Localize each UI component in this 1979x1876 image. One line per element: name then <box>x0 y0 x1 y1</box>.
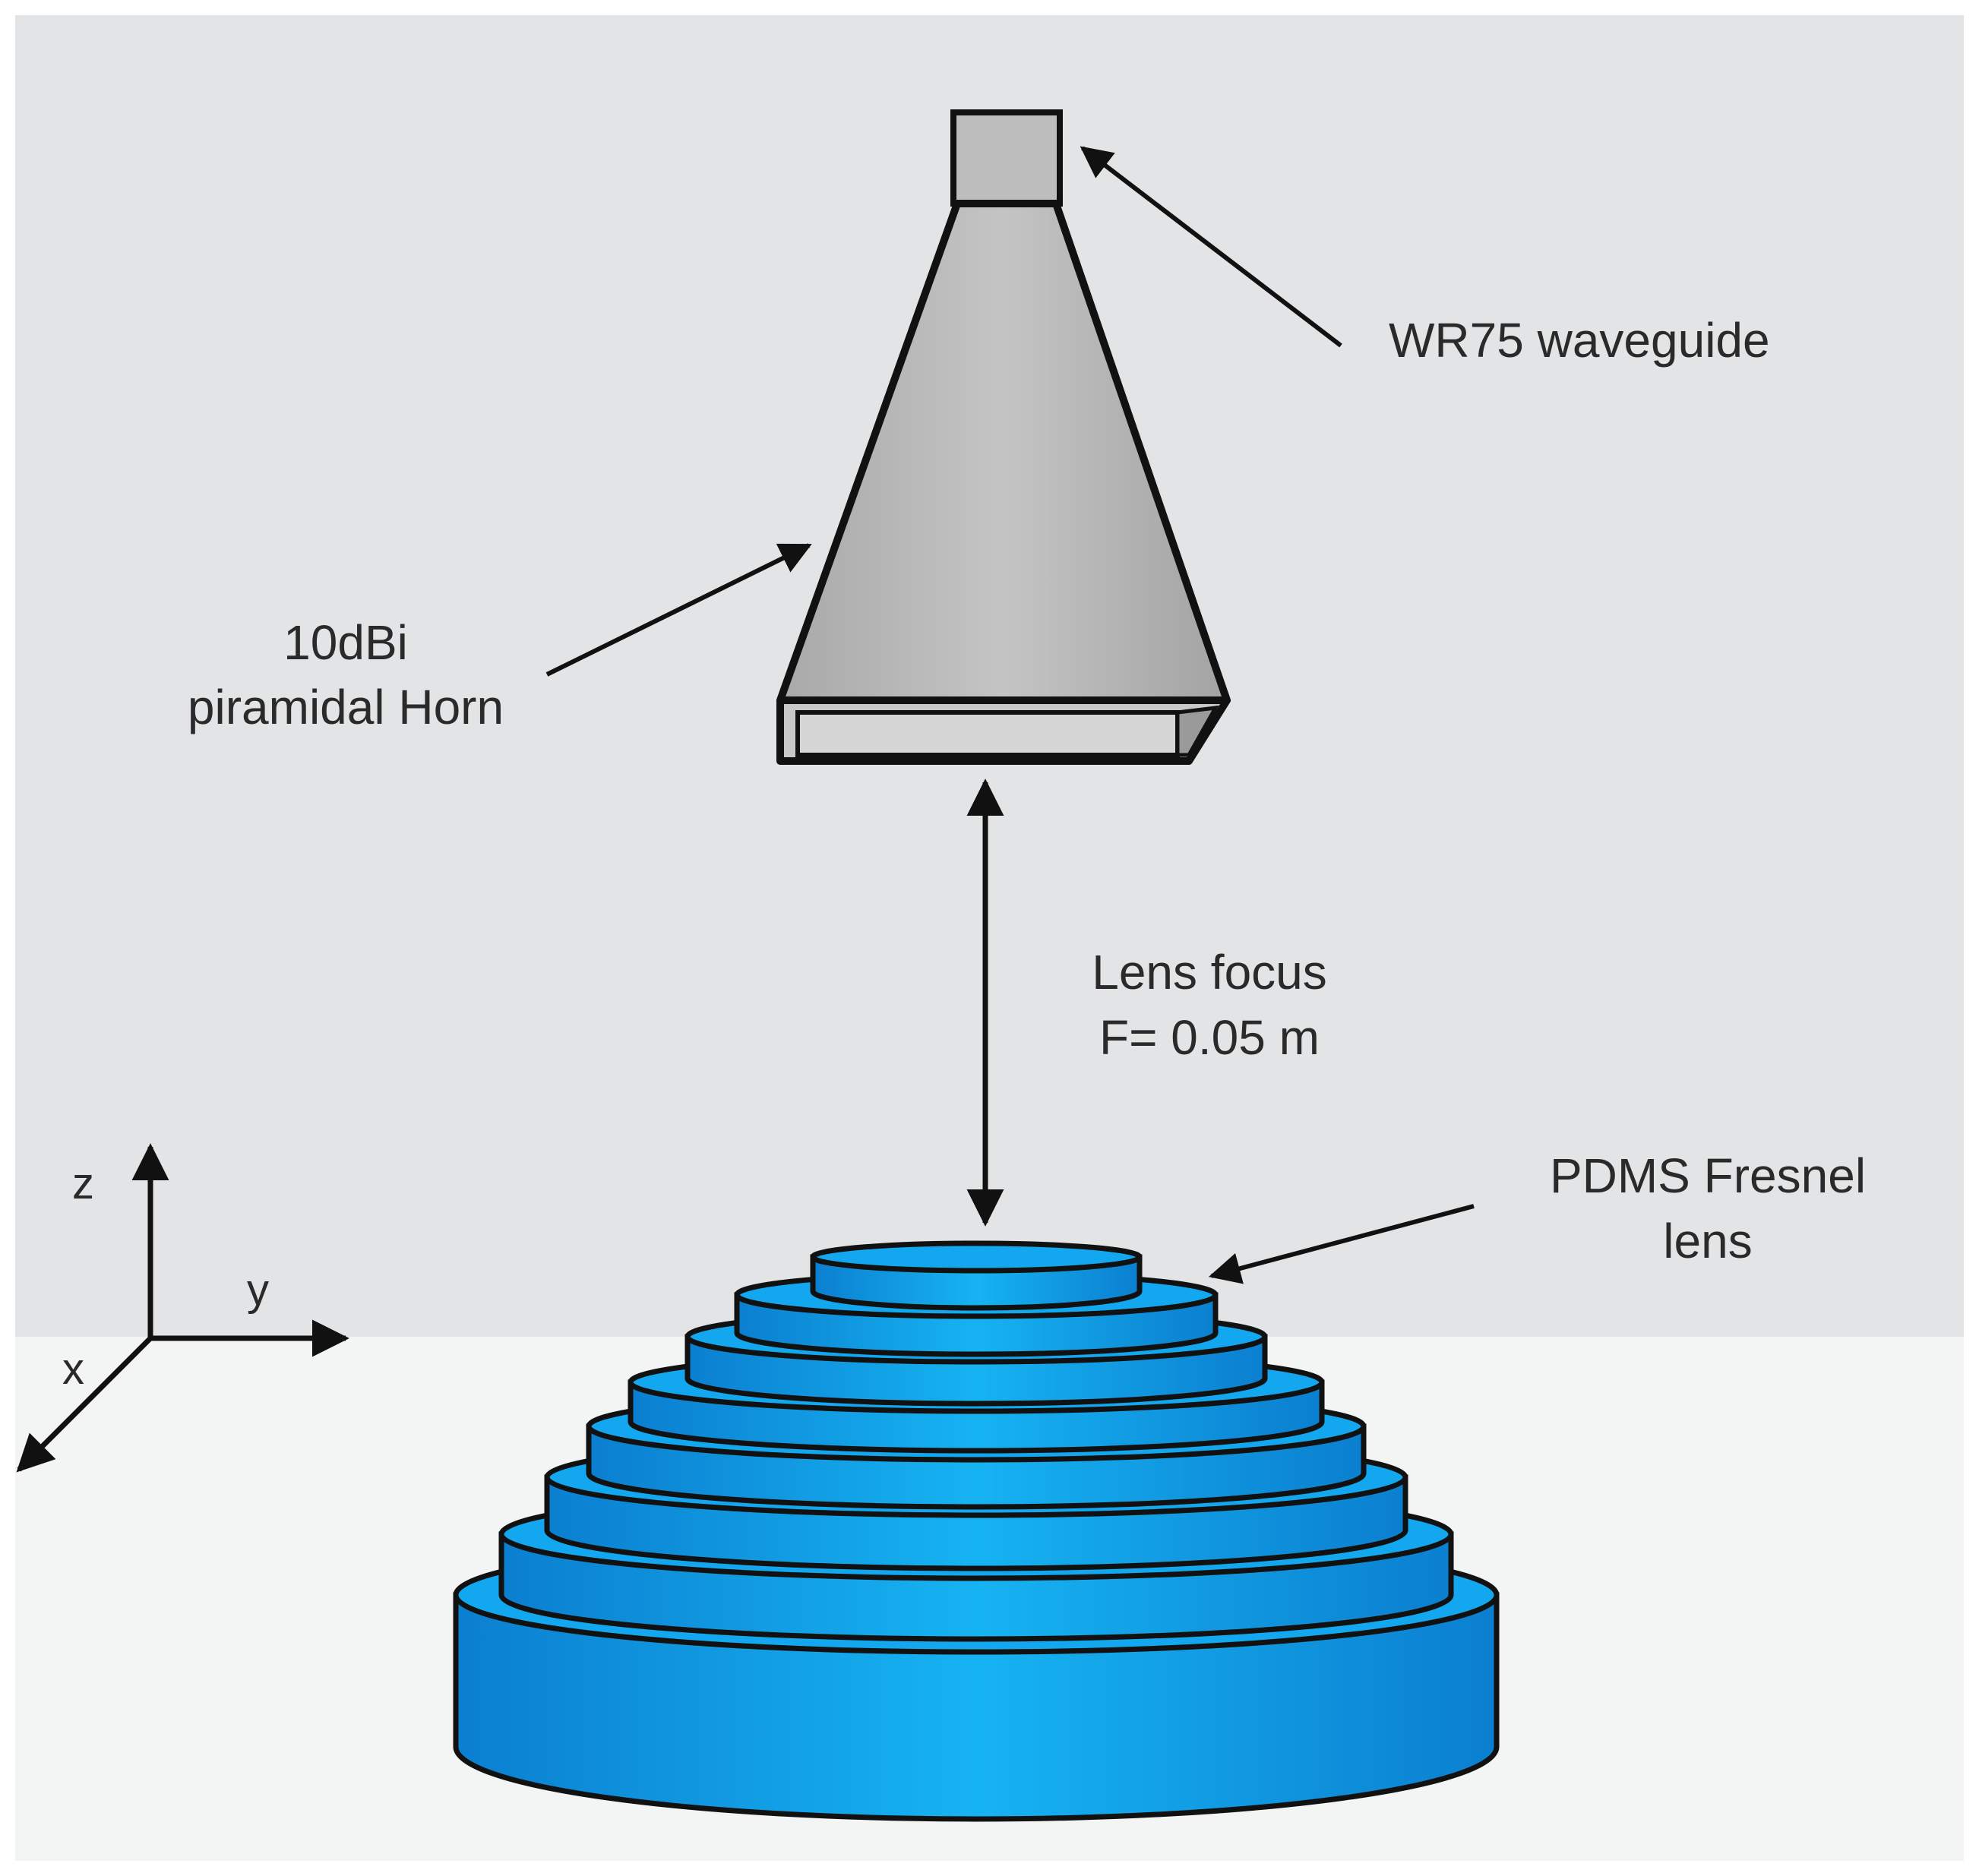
pyramidal-horn <box>776 200 1231 765</box>
waveguide-pointer-arrow <box>1080 146 1342 348</box>
y-axis-label: y <box>247 1265 269 1315</box>
lens-pointer-arrow <box>1208 1204 1475 1284</box>
lens-label-line2: lens <box>1663 1214 1752 1268</box>
lens-label-line1: PDMS Fresnel <box>1550 1148 1866 1203</box>
coordinate-axes: z y x <box>16 1143 349 1473</box>
fresnel-lens <box>453 1240 1500 1822</box>
focus-label-line1: Lens focus <box>1092 945 1327 1000</box>
horn-label-line1: 10dBi <box>283 615 408 670</box>
focus-label-line2: F= 0.05 m <box>1099 1010 1320 1065</box>
x-axis-label: x <box>62 1344 84 1394</box>
waveguide-label: WR75 waveguide <box>1389 313 1770 368</box>
x-axis-arrow <box>16 1336 153 1473</box>
horn-label-line2: piramidal Horn <box>188 680 504 734</box>
horn-pointer-arrow <box>545 543 812 677</box>
lens-step-8 <box>810 1240 1143 1311</box>
waveguide <box>950 109 1063 207</box>
z-axis-label: z <box>72 1159 94 1208</box>
